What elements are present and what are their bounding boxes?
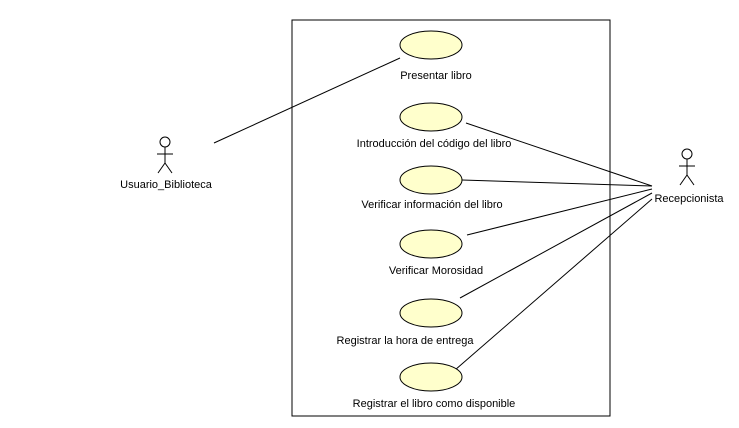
actor-recepcionista — [679, 148, 695, 186]
use-case-label-registrar-disponible: Registrar el libro como disponible — [353, 398, 516, 410]
use-case-introduccion-codigo[interactable] — [399, 102, 463, 132]
use-case-registrar-hora[interactable] — [399, 298, 463, 328]
use-case-registrar-disponible[interactable] — [399, 362, 463, 392]
actor-label-usuario: Usuario_Biblioteca — [120, 179, 213, 191]
use-case-label-verificar-informacion: Verificar información del libro — [361, 199, 502, 211]
association-recepcionista-hora — [459, 192, 653, 299]
use-case-label-verificar-morosidad: Verificar Morosidad — [389, 265, 483, 277]
use-case-verificar-morosidad[interactable] — [399, 229, 463, 259]
association-usuario-presentar — [213, 57, 401, 144]
use-case-label-introduccion-codigo: Introducción del código del libro — [357, 138, 512, 150]
actor-label-recepcionista: Recepcionista — [654, 193, 724, 205]
association-recepcionista-verificar-info — [461, 179, 653, 187]
use-cases: Presentar libro Introducción del código … — [337, 30, 516, 410]
association-recepcionista-morosidad — [466, 188, 653, 236]
association-recepcionista-disponible — [454, 198, 653, 371]
actor-leg-left — [157, 162, 166, 174]
use-case-presentar-libro[interactable] — [399, 30, 463, 60]
association-recepcionista-introduccion — [465, 122, 653, 187]
actor-head — [159, 136, 171, 148]
system-boundary — [291, 19, 611, 417]
actor-head — [681, 148, 693, 160]
actor-leg-right — [686, 174, 695, 186]
use-case-label-registrar-hora: Registrar la hora de entrega — [337, 335, 475, 347]
actor-usuario-biblioteca — [157, 136, 173, 174]
actor-leg-left — [679, 174, 688, 186]
use-case-label-presentar-libro: Presentar libro — [400, 70, 472, 82]
associations — [213, 57, 653, 371]
use-case-verificar-informacion[interactable] — [399, 165, 463, 195]
actor-leg-right — [164, 162, 173, 174]
